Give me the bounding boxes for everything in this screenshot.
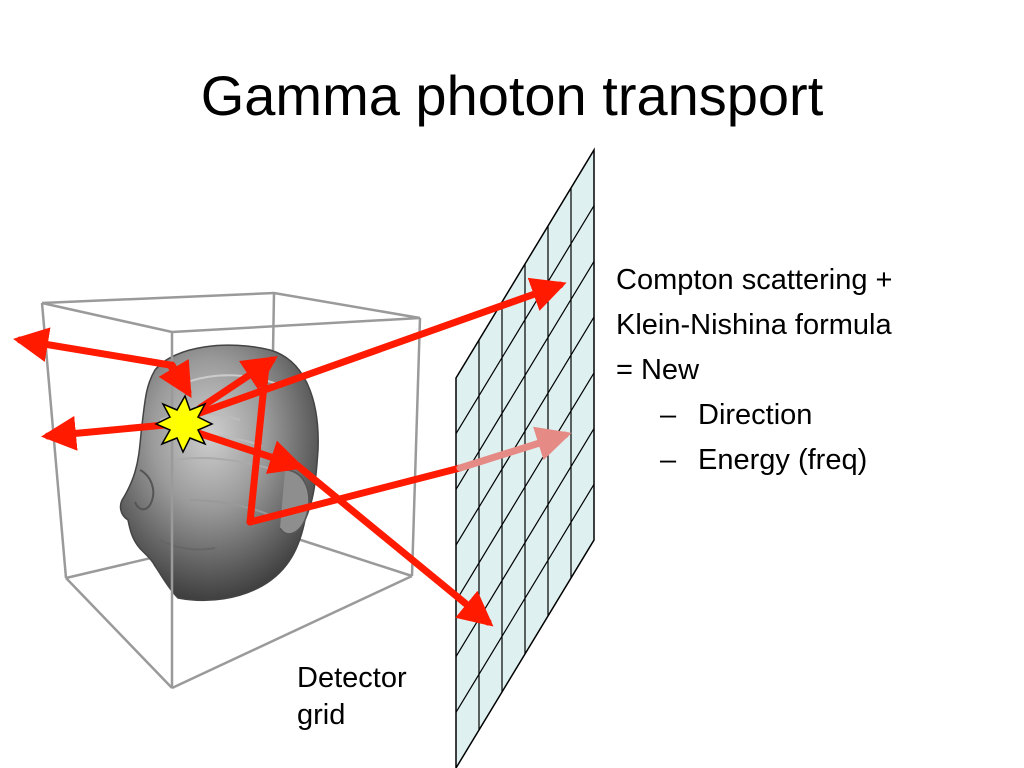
bullet-line: Klein-Nishina formula bbox=[616, 309, 892, 341]
photon-arrow bbox=[176, 277, 567, 424]
explanation-text: Compton scattering + Klein-Nishina formu… bbox=[616, 258, 892, 483]
emission-point-icon bbox=[154, 394, 214, 454]
dash: – bbox=[660, 444, 677, 476]
bullet-line: = New bbox=[616, 354, 700, 386]
photon-arrow bbox=[158, 358, 192, 399]
photon-arrow bbox=[246, 362, 270, 526]
photon-arrow bbox=[191, 428, 305, 474]
photon-paths bbox=[13, 277, 572, 627]
sub-bullet: –Energy (freq) bbox=[616, 438, 892, 483]
detector-grid bbox=[455, 147, 595, 768]
bullet-line: Compton scattering + bbox=[616, 264, 893, 296]
photon-arrow bbox=[196, 356, 278, 412]
sub-bullet-text: Direction bbox=[698, 399, 813, 431]
photon-arrow bbox=[294, 462, 494, 627]
photon-arrow bbox=[41, 415, 169, 451]
caption-line: Detector bbox=[297, 662, 407, 694]
detector-caption: Detector grid bbox=[297, 660, 407, 734]
slide-title: Gamma photon transport bbox=[200, 64, 824, 127]
dash: – bbox=[660, 399, 677, 431]
sub-bullet: –Direction bbox=[616, 393, 892, 438]
photon-arrow bbox=[246, 464, 464, 526]
sub-bullet-text: Energy (freq) bbox=[698, 444, 868, 476]
photon-arrow-behind-detector bbox=[456, 426, 572, 472]
caption-line: grid bbox=[297, 699, 346, 731]
